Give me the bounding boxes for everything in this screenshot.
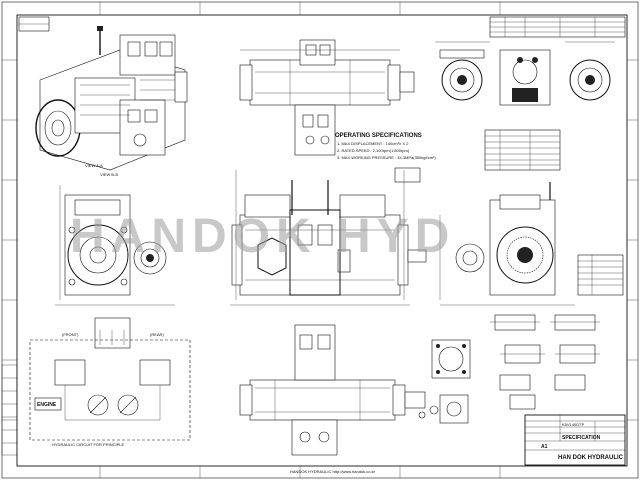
- iso-view-label-front: VIEW A-A: [85, 163, 103, 168]
- pump-left-end-view: [55, 185, 175, 306]
- hydraulic-caption: HYDRAULIC CIRCUIT FOR PRINCIPLE: [52, 442, 124, 447]
- shaft-details: [490, 314, 600, 410]
- circuit-right-tag: (REAR): [150, 332, 164, 337]
- pump-top-view: [239, 39, 415, 156]
- title-block-title: SPECIFICATION: [562, 435, 601, 441]
- hydraulic-circuit: (FRONT) (REAR) ENGINE HYDRAULIC CIRCUIT …: [29, 317, 191, 447]
- watermark-text: HANDOK HYD: [70, 210, 455, 263]
- title-block: K5V140DTP SPECIFICATION A1 HAN DOK HYDRA…: [524, 414, 626, 466]
- pump-right-end-view: [439, 182, 575, 306]
- port-table-lower: [577, 254, 624, 296]
- op-spec-line2: 2. RATED SPEED : 2,100rpm(1,800rpm): [337, 148, 410, 153]
- op-spec-heading: OPERATING SPECIFICATIONS: [335, 133, 422, 139]
- pump-iso-view: VIEW A-A VIEW B-B: [35, 26, 188, 177]
- circuit-left-tag: (FRONT): [62, 332, 79, 337]
- op-spec-line1: 1. MAX DISPLACEMENT : 140cm³/r X 2: [337, 141, 409, 146]
- iso-view-label-back: VIEW B-B: [100, 172, 118, 177]
- revision-table: [489, 16, 626, 38]
- port-table-upper: [484, 129, 561, 171]
- title-block-model: K5V140DTP: [562, 422, 585, 427]
- pump-end-views: [435, 41, 615, 106]
- op-spec-line3: 3. MAX WORKING PRESSURE : 34.3MPa(350kgf…: [337, 155, 436, 160]
- pump-bottom-view: [239, 324, 426, 456]
- operating-specifications: OPERATING SPECIFICATIONS 1. MAX DISPLACE…: [335, 133, 436, 160]
- flange-details: [418, 339, 471, 424]
- engine-label: ENGINE: [37, 402, 57, 408]
- title-block-sheet-size: A1: [541, 444, 548, 450]
- footer-center-text: HANDOK HYDRAULIC http://www.handok.co.kr: [290, 469, 376, 474]
- pump-front-elevation: [230, 167, 427, 306]
- title-block-company: HAN DOK HYDRAULIC: [558, 455, 624, 461]
